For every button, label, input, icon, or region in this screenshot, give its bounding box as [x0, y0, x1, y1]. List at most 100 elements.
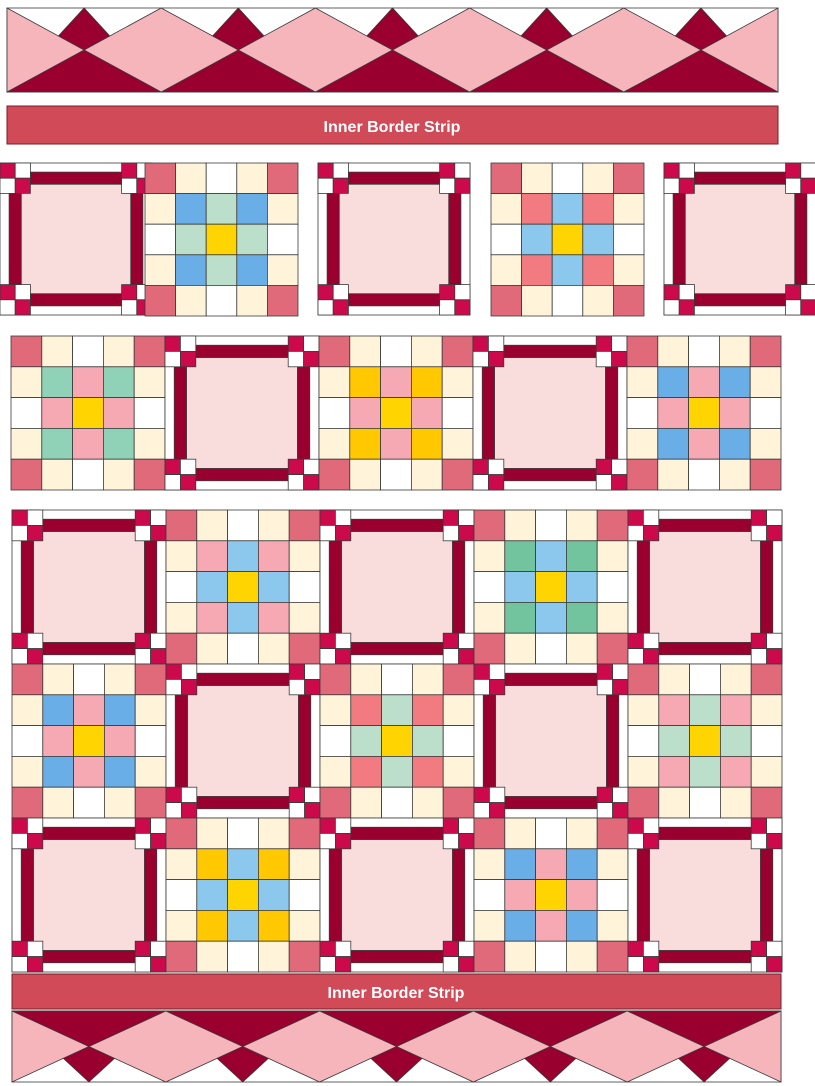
frame-block	[628, 510, 782, 664]
frame-block	[473, 336, 627, 490]
cornerstone-square	[628, 510, 643, 525]
star-block-patch	[382, 756, 413, 787]
cornerstone-square	[679, 163, 694, 178]
top-sawtooth-border	[7, 8, 778, 92]
star-block-patch	[411, 459, 442, 490]
star-block-patch	[11, 428, 42, 459]
burgundy-sashing	[9, 193, 21, 284]
cornerstone-square	[304, 351, 319, 366]
burgundy-sashing	[43, 950, 135, 962]
cornerstone-square	[12, 833, 27, 848]
frame-block	[12, 818, 166, 972]
star-block-patch	[289, 572, 320, 603]
star-block-patch	[689, 367, 720, 398]
cornerstone-square	[489, 803, 504, 818]
star-block-patch	[319, 398, 350, 429]
cornerstone-square	[12, 649, 27, 664]
star-block-patch	[613, 194, 644, 225]
star-block	[320, 664, 474, 818]
star-block-patch	[566, 941, 597, 972]
star-block-patch	[474, 572, 505, 603]
cornerstone-four-patch	[0, 163, 30, 193]
cornerstone-square	[122, 300, 137, 315]
cornerstone-square	[27, 941, 42, 956]
cornerstone-square	[165, 459, 180, 474]
cornerstone-square	[333, 300, 348, 315]
star-block-patch	[658, 367, 689, 398]
bottom-inner-border-strip: Inner Border Strip	[12, 974, 781, 1009]
cornerstone-square	[440, 285, 455, 300]
star-block-patch	[258, 510, 289, 541]
star-block-patch	[206, 285, 237, 316]
star-block-patch	[505, 633, 536, 664]
star-block-patch	[166, 541, 197, 572]
cornerstone-square	[0, 300, 15, 315]
star-block-patch	[42, 336, 73, 367]
cornerstone-square	[288, 459, 303, 474]
cornerstone-square	[165, 336, 180, 351]
burgundy-sashing	[327, 193, 339, 284]
cornerstone-square	[12, 957, 27, 972]
cornerstone-square	[786, 300, 801, 315]
star-block-patch	[166, 880, 197, 911]
cornerstone-square	[333, 163, 348, 178]
star-block-patch	[176, 194, 207, 225]
blush-center-square	[643, 525, 766, 648]
star-block-patch	[197, 941, 228, 972]
cornerstone-square	[751, 941, 766, 956]
star-block-patch	[289, 941, 320, 972]
cornerstone-four-patch	[443, 818, 474, 849]
cornerstone-square	[679, 285, 694, 300]
star-block-patch	[145, 224, 176, 255]
burgundy-sashing	[659, 827, 751, 839]
star-block-patch	[566, 880, 597, 911]
star-block-patch	[491, 224, 522, 255]
blush-center-square	[488, 351, 611, 474]
star-block-patch	[206, 255, 237, 286]
star-block-patch	[442, 336, 473, 367]
star-block-patch	[12, 787, 43, 818]
star-block-patch	[135, 664, 166, 695]
burgundy-sashing	[605, 367, 617, 459]
star-block-patch	[43, 664, 74, 695]
cornerstone-square	[288, 351, 303, 366]
star-block-patch	[11, 367, 42, 398]
star-block-patch	[719, 336, 750, 367]
star-block-patch	[382, 695, 413, 726]
star-block-patch	[176, 285, 207, 316]
star-block-patch	[134, 398, 165, 429]
cornerstone-square	[664, 285, 679, 300]
cornerstone-square	[440, 300, 455, 315]
star-block-patch	[474, 818, 505, 849]
star-block-patch	[627, 398, 658, 429]
cornerstone-square	[166, 803, 181, 818]
star-block-patch	[474, 880, 505, 911]
cornerstone-square	[473, 475, 488, 490]
cornerstone-square	[320, 510, 335, 525]
cornerstone-four-patch	[320, 633, 351, 664]
star-block-patch	[258, 880, 289, 911]
star-block-patch	[720, 695, 751, 726]
star-block-patch	[73, 428, 104, 459]
cornerstone-square	[122, 178, 137, 193]
cornerstone-square	[767, 525, 782, 540]
star-block-patch	[197, 910, 228, 941]
burgundy-sashing	[760, 541, 772, 633]
cornerstone-square	[333, 178, 348, 193]
cornerstone-square	[135, 649, 150, 664]
star-block-patch	[690, 695, 721, 726]
star-block	[628, 664, 782, 818]
blush-center-square	[643, 833, 766, 956]
star-block-patch	[350, 336, 381, 367]
cornerstone-square	[135, 941, 150, 956]
cornerstone-square	[180, 459, 195, 474]
burgundy-sashing	[694, 172, 785, 184]
star-block-patch	[628, 726, 659, 757]
cornerstone-four-patch	[440, 285, 470, 315]
star-block-patch	[237, 163, 268, 194]
star-block-patch	[522, 194, 553, 225]
star-block-patch	[491, 194, 522, 225]
cornerstone-four-patch	[596, 459, 627, 490]
star-block-patch	[491, 285, 522, 316]
cornerstone-square	[664, 300, 679, 315]
